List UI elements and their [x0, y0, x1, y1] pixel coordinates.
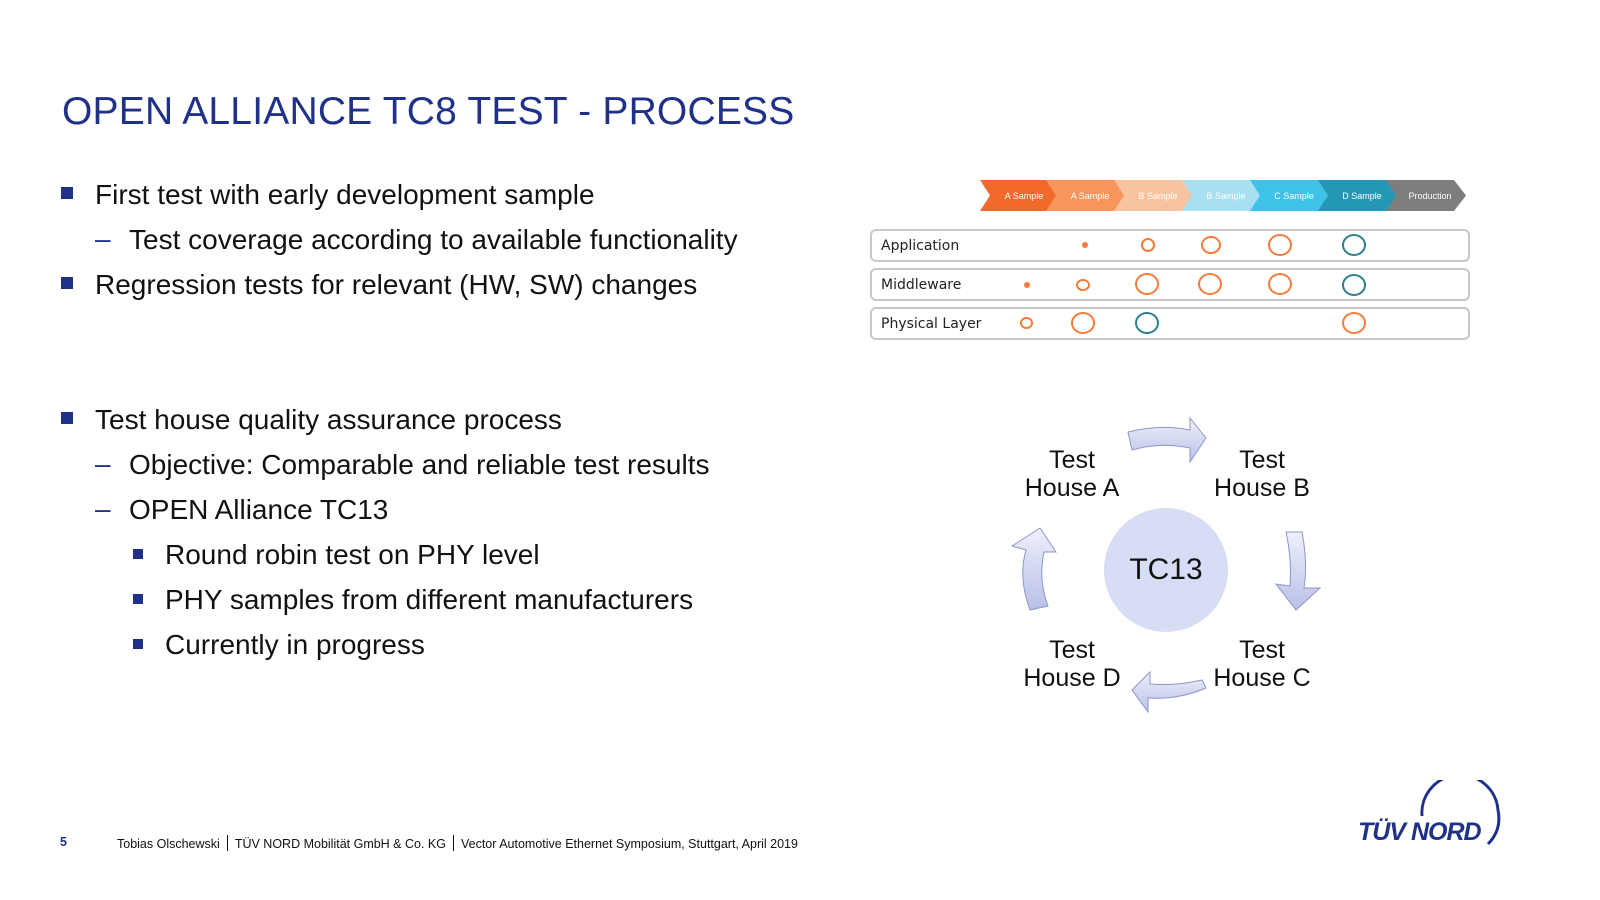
stage-chevron: A Sample — [980, 180, 1060, 211]
bullet-item: Regression tests for relevant (HW, SW) c… — [60, 269, 698, 300]
chevron-fill — [1046, 180, 1126, 211]
arrow-down-icon — [1274, 531, 1322, 611]
footer-separator — [226, 835, 228, 851]
stage-label: A Sample — [1004, 190, 1044, 201]
marker-ring-orange — [1141, 238, 1155, 252]
stage-chevron: B Sample — [1182, 180, 1262, 211]
arrow-up-icon — [1010, 527, 1057, 611]
test-house-b: Test House B — [1202, 446, 1322, 502]
footer-author: Tobias Olschewski — [117, 837, 220, 851]
marker-ring-teal — [1342, 274, 1366, 296]
chevron-shape — [1182, 180, 1262, 211]
stage-label: A Sample — [1070, 190, 1110, 201]
marker-ring-teal — [1135, 312, 1159, 334]
chevron-shape — [1318, 180, 1398, 211]
footer-text: Tobias Olschewski TÜV NORD Mobilität GmbH… — [117, 835, 798, 851]
bullet-item: Objective: Comparable and reliable test … — [95, 447, 709, 482]
stage-chevron: C Sample — [1250, 180, 1330, 211]
logo-arc-icon — [1420, 780, 1501, 846]
layer-row-physical: Physical Layer — [870, 307, 1470, 340]
chevron-shape — [1046, 180, 1126, 211]
stage-chevron: A Sample — [1046, 180, 1126, 211]
bullet-item: PHY samples from different manufacturers — [132, 584, 694, 615]
stage-label: D Sample — [1342, 190, 1382, 201]
layer-label: Middleware — [881, 277, 962, 293]
bullet-item: Test coverage according to available fun… — [95, 222, 738, 257]
chevron-fill — [1250, 180, 1330, 211]
test-house-c: Test House C — [1202, 636, 1322, 692]
cycle-arrows — [1010, 416, 1322, 714]
footer-company: TÜV NORD Mobilität GmbH & Co. KG — [234, 837, 446, 851]
layer-row-middleware: Middleware — [870, 268, 1470, 301]
house-line2: House A — [1024, 474, 1120, 502]
chevron-fill — [1318, 180, 1398, 211]
marker-dot — [1024, 282, 1030, 288]
chevron-shape — [980, 180, 1060, 211]
bullet-item: Currently in progress — [133, 629, 425, 660]
slide-footer: 5 Tobias Olschewski TÜV NORD Mobilität Gm… — [0, 834, 1600, 854]
bullet-item: First test with early development sample — [61, 179, 595, 210]
marker-ring-orange — [1198, 273, 1222, 295]
stage-label: C Sample — [1274, 190, 1314, 201]
stage-chevron: Production — [1386, 180, 1466, 211]
footer-separator — [452, 835, 454, 851]
chevron-fill — [980, 180, 1060, 211]
slide-title: OPEN ALLIANCE TC8 TEST - PROCESS — [62, 90, 795, 133]
chevron-shape — [1250, 180, 1330, 211]
sample-phase-diagram: A Sample A Sample B Sample B Sample C Sa… — [870, 175, 1510, 355]
chevron-shape — [1114, 180, 1194, 211]
chevron-fill — [1114, 180, 1194, 211]
arrow-left-icon — [1131, 670, 1207, 714]
chevron-fill — [1386, 180, 1466, 211]
marker-ring-orange — [1201, 236, 1221, 254]
house-line2: House B — [1214, 474, 1310, 502]
house-line2: House C — [1213, 664, 1311, 692]
house-line1: Test — [1049, 446, 1095, 474]
stage-chevron: D Sample — [1318, 180, 1398, 211]
stage-chevron: B Sample — [1114, 180, 1194, 211]
marker-ring-teal — [1342, 234, 1366, 256]
marker-ring-orange — [1342, 312, 1366, 334]
layer-row-application: Application — [870, 229, 1470, 262]
house-line1: Test — [1239, 636, 1285, 664]
bullet-item: Round robin test on PHY level — [133, 539, 540, 570]
bullet-item: Test house quality assurance process — [61, 404, 562, 435]
stage-label: Production — [1408, 190, 1452, 201]
house-line1: Test — [1049, 636, 1095, 664]
house-line2: House D — [1023, 664, 1121, 692]
round-robin-diagram: Test House A Test House B Test House C T… — [1000, 400, 1360, 740]
chevron-shape — [1386, 180, 1466, 211]
tuv-nord-logo: TÜV NORD — [1352, 780, 1512, 850]
test-house-d: Test House D — [1012, 636, 1132, 692]
page-number: 5 — [60, 835, 67, 849]
marker-dot — [1082, 242, 1088, 248]
footer-event: Vector Automotive Ethernet Symposium, St… — [460, 837, 798, 851]
layer-label: Physical Layer — [881, 316, 982, 332]
marker-ring-orange — [1020, 317, 1033, 329]
house-line1: Test — [1239, 446, 1285, 474]
marker-ring-orange — [1071, 312, 1095, 334]
test-house-a: Test House A — [1012, 446, 1132, 502]
bullet-item: OPEN Alliance TC13 — [95, 492, 388, 527]
marker-ring-orange — [1268, 273, 1292, 295]
arrow-right-icon — [1127, 416, 1207, 464]
marker-ring-orange — [1135, 273, 1159, 295]
tc13-center: TC13 — [1104, 508, 1228, 632]
layer-label: Application — [881, 238, 960, 254]
marker-ring-orange — [1076, 279, 1090, 291]
marker-ring-orange — [1268, 234, 1292, 256]
logo-text: TÜV NORD — [1358, 818, 1482, 846]
stage-label: B Sample — [1206, 190, 1246, 201]
chevron-fill — [1182, 180, 1262, 211]
stage-label: B Sample — [1138, 190, 1178, 201]
